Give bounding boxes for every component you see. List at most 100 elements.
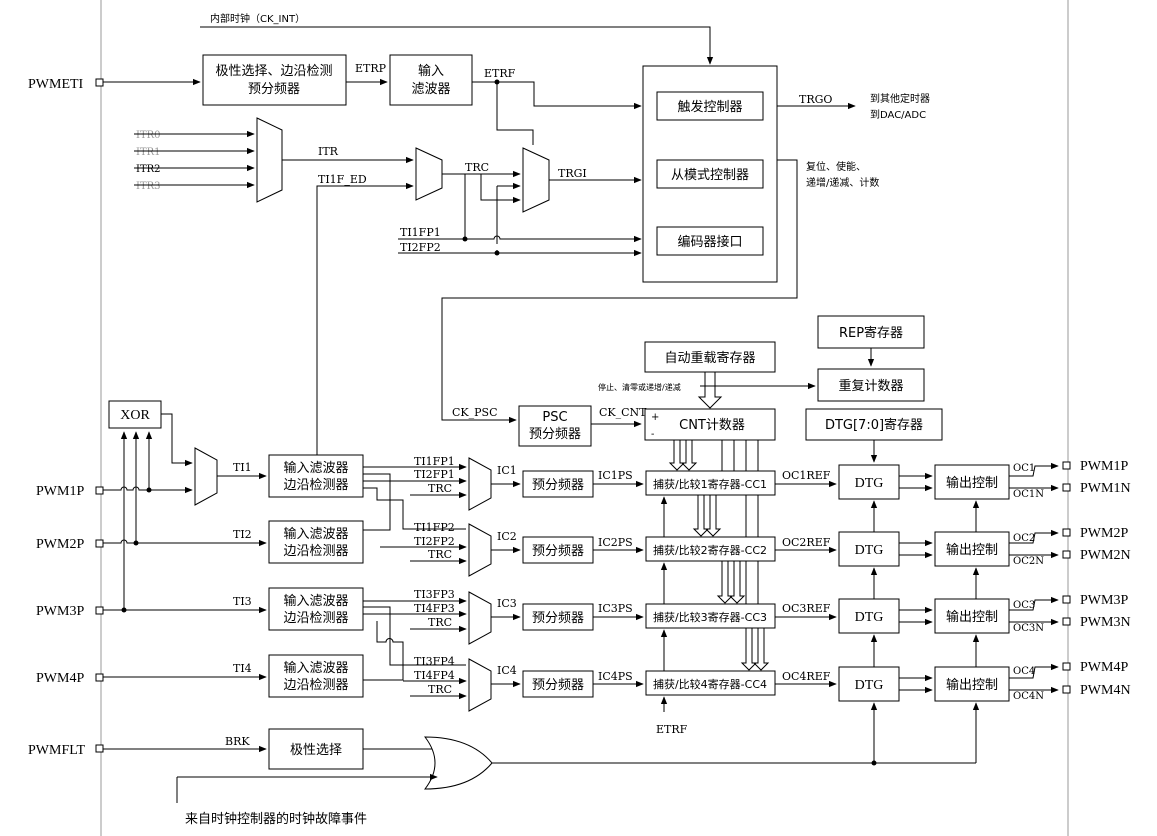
junction (121, 607, 127, 613)
cc3-block (645, 603, 776, 629)
ch2-ti2fp2: TI2FP2 (414, 535, 455, 548)
junction (133, 540, 139, 546)
prescaler-ch3 (522, 603, 594, 631)
pwm3p-in-pin[interactable] (95, 606, 104, 615)
input-filter-block (389, 54, 473, 106)
oc1n-label: OC1N (1013, 489, 1044, 500)
pwm2p-in-pin[interactable] (95, 539, 104, 548)
etrp-label: ETRP (355, 62, 387, 75)
psc-label-1: PSC (542, 410, 567, 425)
cc2-label: 捕获/比较2寄存器-CC2 (653, 543, 767, 557)
oc3n-label: OC3N (1013, 623, 1044, 634)
ic3-label: IC3 (497, 597, 517, 610)
wire (480, 174, 521, 204)
etrf-to-mux (496, 82, 534, 145)
pwm3n-out-pin[interactable] (1062, 617, 1071, 626)
ch3-trc: TRC (428, 616, 452, 629)
cc1-label: 捕获/比较1寄存器-CC1 (653, 477, 767, 491)
itr3-label: ITR3 (136, 181, 161, 192)
rep-reg-block (817, 315, 925, 349)
slave-out-2: 递增/递减、计数 (806, 176, 879, 189)
ch1-outputs: OC1 OC1N (1009, 462, 1059, 500)
oc4n-label: OC4N (1013, 691, 1044, 702)
cnt-cc4-arrow-2 (752, 628, 770, 671)
out-ctrl-ch2 (934, 531, 1010, 567)
oc2-label: OC2 (1013, 533, 1035, 544)
ic2ps-label: IC2PS (598, 536, 633, 549)
pwm2p-out-pin[interactable] (1062, 528, 1071, 537)
ti3-label: TI3 (233, 595, 252, 608)
ch4-outputs: OC4 OC4N (1009, 663, 1059, 702)
ck-psc-label: CK_PSC (452, 406, 498, 419)
pwm1p-out-pin[interactable] (1062, 461, 1071, 470)
rep-counter-label: 重复计数器 (838, 378, 903, 394)
slave-ctrl-label: 从模式控制器 (671, 168, 749, 183)
psc-block (518, 405, 592, 447)
trgo-dest-2: 到DAC/ADC (870, 109, 926, 121)
ch3-ti4fp3: TI4FP3 (414, 602, 455, 615)
pwm3p-out-label: PWM3P (1080, 593, 1128, 608)
slave-ctrl-block (656, 159, 764, 189)
ch1-ti2fp1: TI2FP1 (414, 468, 455, 481)
polarity-edge-label-2: 预分频器 (248, 82, 300, 97)
cnt-label: CNT计数器 (679, 418, 745, 433)
pwm4n-out-pin[interactable] (1062, 685, 1071, 694)
cnt-cc3-arrow-2 (728, 561, 746, 604)
dtg-label: DTG (855, 476, 884, 491)
dtg-ch1 (838, 464, 900, 500)
encoder-if-block (656, 226, 764, 256)
pwm2n-out-pin[interactable] (1062, 550, 1071, 559)
ti2-label: TI2 (233, 528, 252, 541)
etrf-wire (472, 81, 642, 110)
prescaler-label: 预分频器 (532, 611, 584, 626)
filter-label-1: 输入滤波器 (283, 460, 348, 476)
pwm3p-out-pin[interactable] (1062, 595, 1071, 604)
pwmflt-pin[interactable] (95, 744, 104, 753)
pwm4n-out-label: PWM4N (1080, 683, 1131, 698)
pwm1n-out-pin[interactable] (1062, 483, 1071, 492)
pwmeti-pin[interactable] (95, 78, 104, 87)
pwm4p-in-label: PWM4P (36, 671, 84, 686)
trc-mux (415, 147, 443, 201)
cc2-block (645, 536, 776, 562)
ck-psc-wire (441, 159, 798, 424)
dtg-label: DTG (855, 543, 884, 558)
cc4-label: 捕获/比较4寄存器-CC4 (653, 677, 767, 691)
pwm4p-out-pin[interactable] (1062, 662, 1071, 671)
ic1ps-label: IC1PS (598, 469, 633, 482)
ti4-label: TI4 (233, 662, 252, 675)
out-ctrl-ch3 (934, 598, 1010, 634)
junction (462, 236, 468, 242)
filter-label-2: 边沿检测器 (283, 544, 348, 559)
ti2fp2-label: TI2FP2 (400, 241, 441, 254)
ch4-ti4fp4: TI4FP4 (414, 669, 455, 682)
rep-counter-block (817, 368, 925, 402)
dtg-reg-label: DTG[7:0]寄存器 (825, 417, 923, 433)
cc1-block (645, 470, 776, 496)
etrf-bottom-label: ETRF (656, 723, 688, 736)
trigger-ctrl-block (656, 91, 764, 121)
filter-label-2: 边沿检测器 (283, 611, 348, 626)
out-ctrl-label: 输出控制 (946, 677, 998, 693)
pwm2p-in-label: PWM2P (36, 537, 84, 552)
cnt-cc2-arrow (692, 495, 710, 537)
wire (363, 606, 466, 666)
oc4-label: OC4 (1013, 666, 1035, 677)
pwmeti-pin-label: PWMETI (28, 77, 84, 92)
pwm1p-in-pin[interactable] (95, 486, 104, 495)
cnt-cc1-arrow (668, 440, 686, 471)
filter-label-2: 边沿检测器 (283, 678, 348, 693)
ic4-mux (468, 658, 492, 712)
itr-label: ITR (318, 145, 339, 158)
brk-label: BRK (225, 735, 250, 748)
or-gate (423, 736, 493, 790)
itr2-label: ITR2 (136, 164, 161, 175)
trc-label: TRC (465, 161, 489, 174)
ic3-mux (468, 591, 492, 645)
ic4ps-label: IC4PS (598, 670, 633, 683)
filter-ch1: 输入滤波器 边沿检测器 (268, 454, 364, 498)
pwm4p-in-pin[interactable] (95, 673, 104, 682)
oc2ref-label: OC2REF (782, 536, 831, 549)
